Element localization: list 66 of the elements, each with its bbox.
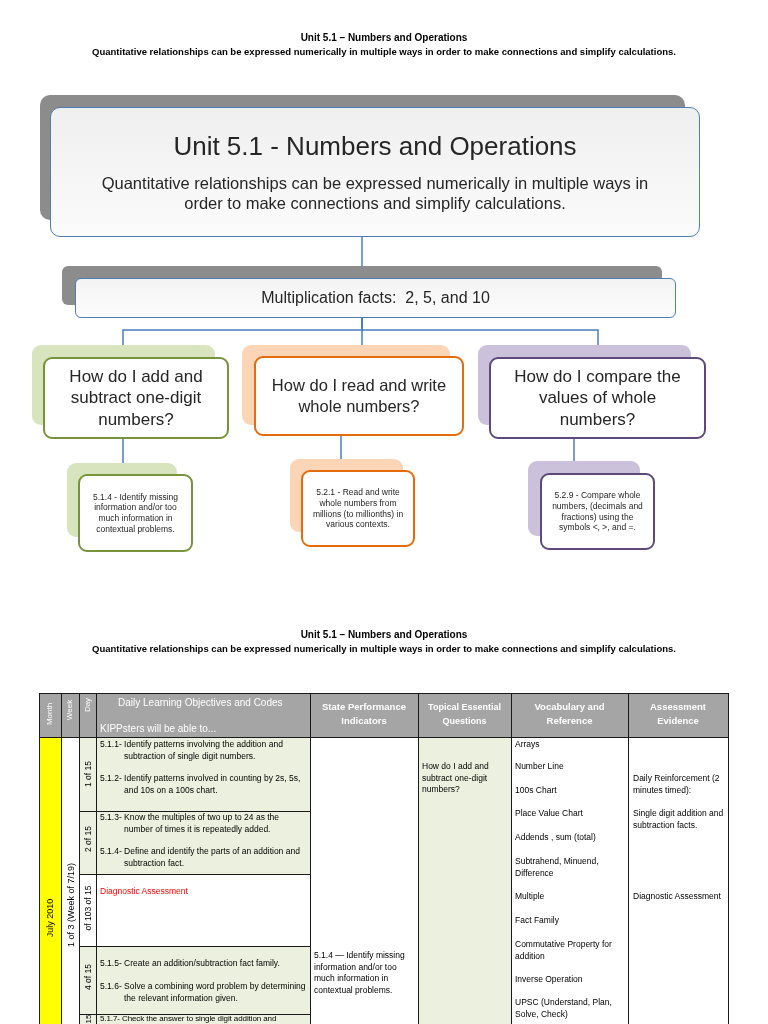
unit-title: Unit 5.1 - Numbers and Operations <box>173 130 577 163</box>
question-text: How do I read and write whole numbers? <box>270 375 448 417</box>
indicator-text: 5.1.4 — Identify missing information and/or too much information in contextual problems. <box>314 950 406 996</box>
connector-line <box>573 438 575 462</box>
topic-card <box>62 266 676 318</box>
vocabulary-term: Addends , sum (total) <box>515 832 596 844</box>
column-header: Week <box>65 699 75 721</box>
objective-card <box>290 459 415 547</box>
vocabulary-term: Commutative Property for addition <box>515 939 613 962</box>
connector-line <box>122 438 124 464</box>
connector-line <box>361 317 599 346</box>
day-label: 4 of 15 <box>83 964 93 990</box>
objective-text: 5.1.4 - Identify missing information and/or too much information in contextual problems. <box>91 491 179 535</box>
question-card <box>242 345 464 436</box>
objective-text: 5.1.5- Create an addition/subtraction fact family. <box>100 958 280 970</box>
objective-text: 5.1.3- Know the multiples of two up to 24 as the number of times it is repeatedly added. <box>100 812 281 835</box>
vocabulary-term: 100s Chart <box>515 785 557 797</box>
objective-text: 5.2.9 - Compare whole numbers, (decimals and fractions) using the symbols <, >, and =. <box>551 490 644 533</box>
connector-line <box>361 236 363 267</box>
column-header: Topical Essential Questions <box>427 701 502 728</box>
objective-text: 5.1.1- Identify patterns involving the addition and subtraction of single digit numbers. <box>100 739 284 762</box>
vocabulary-term: Multiple <box>515 891 545 903</box>
objective-text: 5.1.2- Identify patterns involved in counting by 2s, 5s, and 10s on a 100s chart. <box>100 773 302 796</box>
question-card <box>32 345 229 439</box>
unit-description: Quantitative relationships can be expressed numerically in multiple ways in order to make connections and simplify calculations. <box>100 172 650 214</box>
section-title: Unit 5.1 – Numbers and Operations <box>300 628 468 641</box>
objective-text: 5.1.6- Solve a combining word problem by determining the relevant information given. <box>100 981 307 1004</box>
column-header: State Performance Indicators <box>321 700 407 728</box>
objective-text: 5.1.4- Define and identify the parts of an addition and subtraction fact. <box>100 846 301 869</box>
assessment-text: Daily Reinforcement (2 minutes timed): <box>633 773 721 796</box>
vocabulary-term: Subtrahend, Minuend, Difference <box>515 856 600 879</box>
vocabulary-term: Place Value Chart <box>515 808 583 820</box>
column-header: Daily Learning Objectives and Codes <box>118 696 283 709</box>
day-label: 15 <box>83 1014 93 1024</box>
assessment-text: Diagnostic Assessment <box>633 891 721 903</box>
topic-text: Multiplication facts: 2, 5, and 10 <box>261 288 490 308</box>
day-label: of 103 of 15 <box>83 885 93 931</box>
vocabulary-term: Fact Family <box>515 915 559 927</box>
day-label: 1 of 15 <box>83 761 93 787</box>
connector-line <box>340 435 342 460</box>
vocabulary-term: Arrays <box>515 739 540 751</box>
unit-title-card <box>40 95 700 237</box>
question-text: How do I compare the values of whole numbers? <box>513 366 682 430</box>
column-subheader: KIPPsters will be able to... <box>100 722 217 735</box>
question-text: How do I add and subtract one-digit numbers? <box>422 761 490 796</box>
column-header: Day <box>83 697 93 713</box>
objective-text: 5.1.7- Check the answer to single digit addition and <box>100 1014 277 1024</box>
column-header: Month <box>45 702 55 726</box>
day-label: 2 of 15 <box>83 826 93 852</box>
vocabulary-term: Inverse Operation <box>515 974 583 986</box>
vocabulary-term: Number Line <box>515 761 564 773</box>
page-title: Unit 5.1 – Numbers and Operations <box>300 31 468 44</box>
week-label: 1 of 3 (Week of 7/19) <box>66 863 76 947</box>
objective-card <box>67 463 193 552</box>
assessment-text: Single digit addition and subtraction facts. <box>633 808 725 831</box>
section-subtitle: Quantitative relationships can be expressed numerically in multiple ways in order to make connections and simplify calculations. <box>92 642 676 655</box>
objective-text: 5.2.1 - Read and write whole numbers from millions (to millionths) in various contexts. <box>311 487 405 530</box>
question-card <box>478 345 706 439</box>
column-header: Vocabulary and Reference <box>533 700 606 728</box>
month-label: July 2010 <box>45 898 55 938</box>
objective-card <box>528 461 655 550</box>
assessment-note: Diagnostic Assessment <box>100 886 188 898</box>
page-subtitle: Quantitative relationships can be expressed numerically in multiple ways in order to make connections and simplify calculations. <box>92 45 676 58</box>
column-header: Assessment Evidence <box>649 700 707 728</box>
question-text: How do I add and subtract one-digit numbers? <box>68 366 204 430</box>
vocabulary-term: UPSC (Understand, Plan, Solve, Check) <box>515 997 613 1020</box>
